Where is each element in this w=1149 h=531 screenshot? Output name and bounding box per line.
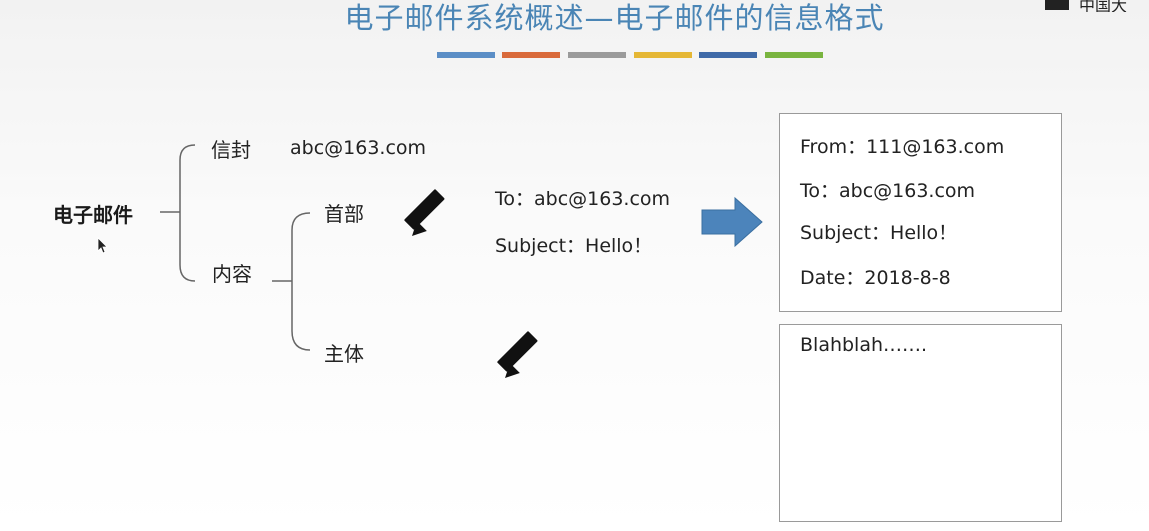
accent-bar [699,52,757,58]
content-brace [291,212,311,351]
accent-bar [502,52,560,58]
input-subject-line: Subject：Hello！ [495,235,653,257]
accent-bar [568,52,626,58]
header-to: To：abc@163.com [800,180,976,202]
accent-bar [437,52,495,58]
root-brace [179,144,196,282]
header-date: Date：2018-8-8 [800,267,951,289]
pencil-icon [497,331,538,378]
pencil-icon [404,189,445,236]
body-label: 主体 [324,342,364,366]
tree-root: 电子邮件 [53,203,133,227]
envelope-label: 信封 [211,138,251,162]
arrow-right-icon [701,196,763,248]
brand-text: 中国大 [1079,0,1128,12]
slide-title: 电子邮件系统概述—电子邮件的信息格式 [344,1,885,35]
body-text: Blahblah……. [800,334,928,356]
content-label: 内容 [212,262,252,286]
envelope-value: abc@163.com [290,137,427,159]
accent-bar [765,52,823,58]
header-subject: Subject：Hello！ [800,222,958,244]
body-box: Blahblah……. [779,324,1062,522]
mouse-cursor-icon [97,237,108,254]
input-to-line: To：abc@163.com [495,188,671,210]
brand-logo: 中国大 [1045,0,1149,12]
header-label: 首部 [324,202,364,226]
header-box: From：111@163.com To：abc@163.com Subject：… [779,113,1062,312]
header-from: From：111@163.com [800,136,1005,158]
accent-bar [634,52,692,58]
